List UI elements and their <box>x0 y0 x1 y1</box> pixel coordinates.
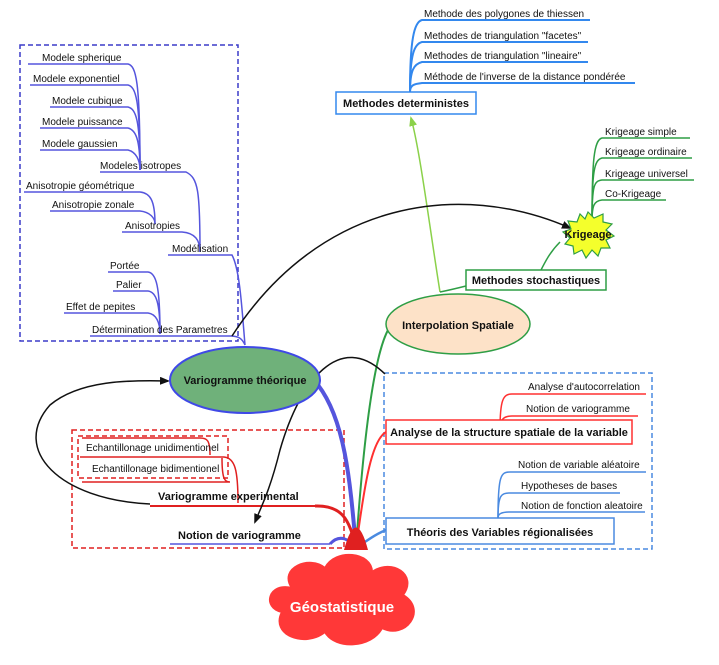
anisotropie-2[interactable]: Anisotropies <box>125 221 180 232</box>
theorie-group-frame <box>383 372 653 550</box>
variogram-group-frame <box>19 44 239 342</box>
interpolation-label: Interpolation Spatiale <box>402 320 514 332</box>
branch-echant-uni <box>82 437 211 456</box>
deterministes-label: Methodes deterministes <box>343 98 469 110</box>
modelisation-branches <box>24 63 201 253</box>
theorie-branches <box>497 471 646 519</box>
arrow-determination-krigeage <box>231 203 572 337</box>
branch-root-variogram <box>316 383 358 549</box>
variogram-theorique-ellipse[interactable] <box>169 346 321 414</box>
theorie-box[interactable] <box>385 517 615 545</box>
analyse-item-0[interactable]: Analyse d'autocorrelation <box>528 382 640 393</box>
anisotropie-0[interactable]: Anisotropie géométrique <box>26 181 135 192</box>
analyse-label: Analyse de la structure spatiale de la v… <box>390 427 628 439</box>
modelisation[interactable]: Modélisation <box>172 244 228 255</box>
stochastiques-label: Methodes stochastiques <box>472 275 600 287</box>
branch-interp-deterministes <box>409 116 441 293</box>
branch-root-interp <box>355 329 389 549</box>
krigeage-label: Krigeage <box>564 229 611 241</box>
theorie-label: Théoris des Variables régionalisées <box>407 527 593 539</box>
deterministes-box[interactable] <box>335 91 477 115</box>
krig-item-2[interactable]: Krigeage universel <box>605 169 688 180</box>
arrow-analyse-notion <box>254 356 386 524</box>
analyse-item-1[interactable]: Notion de variogramme <box>526 404 630 415</box>
parametre-0[interactable]: Portée <box>110 261 140 272</box>
branch-root-flare <box>344 527 368 550</box>
echantillonage-0[interactable]: Echantillonage unidimentionel <box>86 443 219 454</box>
variogram-theorique-label: Variogramme théorique <box>184 375 307 387</box>
parametre-2[interactable]: Effet de pepites <box>66 302 135 313</box>
krig-item-0[interactable]: Krigeage simple <box>605 127 677 138</box>
krigeage-starburst[interactable] <box>561 210 616 260</box>
modele-0[interactable]: Modele spherique <box>42 53 122 64</box>
geostatistique-cloud[interactable] <box>269 553 415 646</box>
det-item-0[interactable]: Methode des polygones de thiessen <box>424 9 584 20</box>
branch-experimental-echant <box>80 456 239 504</box>
branch-echant-bi <box>82 457 231 483</box>
arrow-experimental-theorique <box>35 376 170 505</box>
modele-4[interactable]: Modele gaussien <box>42 139 118 150</box>
parametre-1[interactable]: Palier <box>116 280 142 291</box>
branch-variogram-modelisation <box>168 254 246 346</box>
analyse-box[interactable] <box>385 419 633 445</box>
notion-label[interactable]: Notion de variogramme <box>178 530 301 542</box>
modeles-isotropes[interactable]: Modeles isotropes <box>100 161 181 172</box>
anisotropie-1[interactable]: Anisotropie zonale <box>52 200 135 211</box>
stochastiques-box[interactable] <box>465 269 607 291</box>
theorie-item-2[interactable]: Notion de fonction aleatoire <box>521 501 643 512</box>
echantillonage-frame <box>77 435 229 479</box>
branch-root-analyse <box>355 431 387 549</box>
modele-3[interactable]: Modele puissance <box>42 117 123 128</box>
branch-interp-stochastiques <box>439 285 467 293</box>
modele-2[interactable]: Modele cubique <box>52 96 123 107</box>
branch-variogram-determination <box>90 335 246 346</box>
branch-stoch-krigeage <box>539 241 561 273</box>
geostatistique-label: Géostatistique <box>290 599 394 616</box>
deterministes-branches <box>409 19 635 93</box>
theorie-item-1[interactable]: Hypotheses de bases <box>521 481 617 492</box>
modele-1[interactable]: Modele exponentiel <box>33 74 120 85</box>
det-item-2[interactable]: Methodes de triangulation "lineaire" <box>424 51 582 62</box>
det-item-1[interactable]: Methodes de triangulation "facetes" <box>424 31 582 42</box>
experimental-label[interactable]: Variogramme experimental <box>158 491 299 503</box>
krig-item-3[interactable]: Co-Krigeage <box>605 189 662 200</box>
theorie-item-0[interactable]: Notion de variable aléatoire <box>518 460 640 471</box>
notion-group-frame <box>71 429 345 549</box>
determination-branches <box>64 271 161 335</box>
krig-item-1[interactable]: Krigeage ordinaire <box>605 147 687 158</box>
det-item-3[interactable]: Méthode de l'inverse de la distance pond… <box>424 72 626 83</box>
interpolation-ellipse[interactable] <box>385 293 531 355</box>
determination-parametres[interactable]: Détermination des Parametres <box>92 325 228 336</box>
echantillonage-1[interactable]: Echantillonage bidimentionel <box>92 464 219 475</box>
